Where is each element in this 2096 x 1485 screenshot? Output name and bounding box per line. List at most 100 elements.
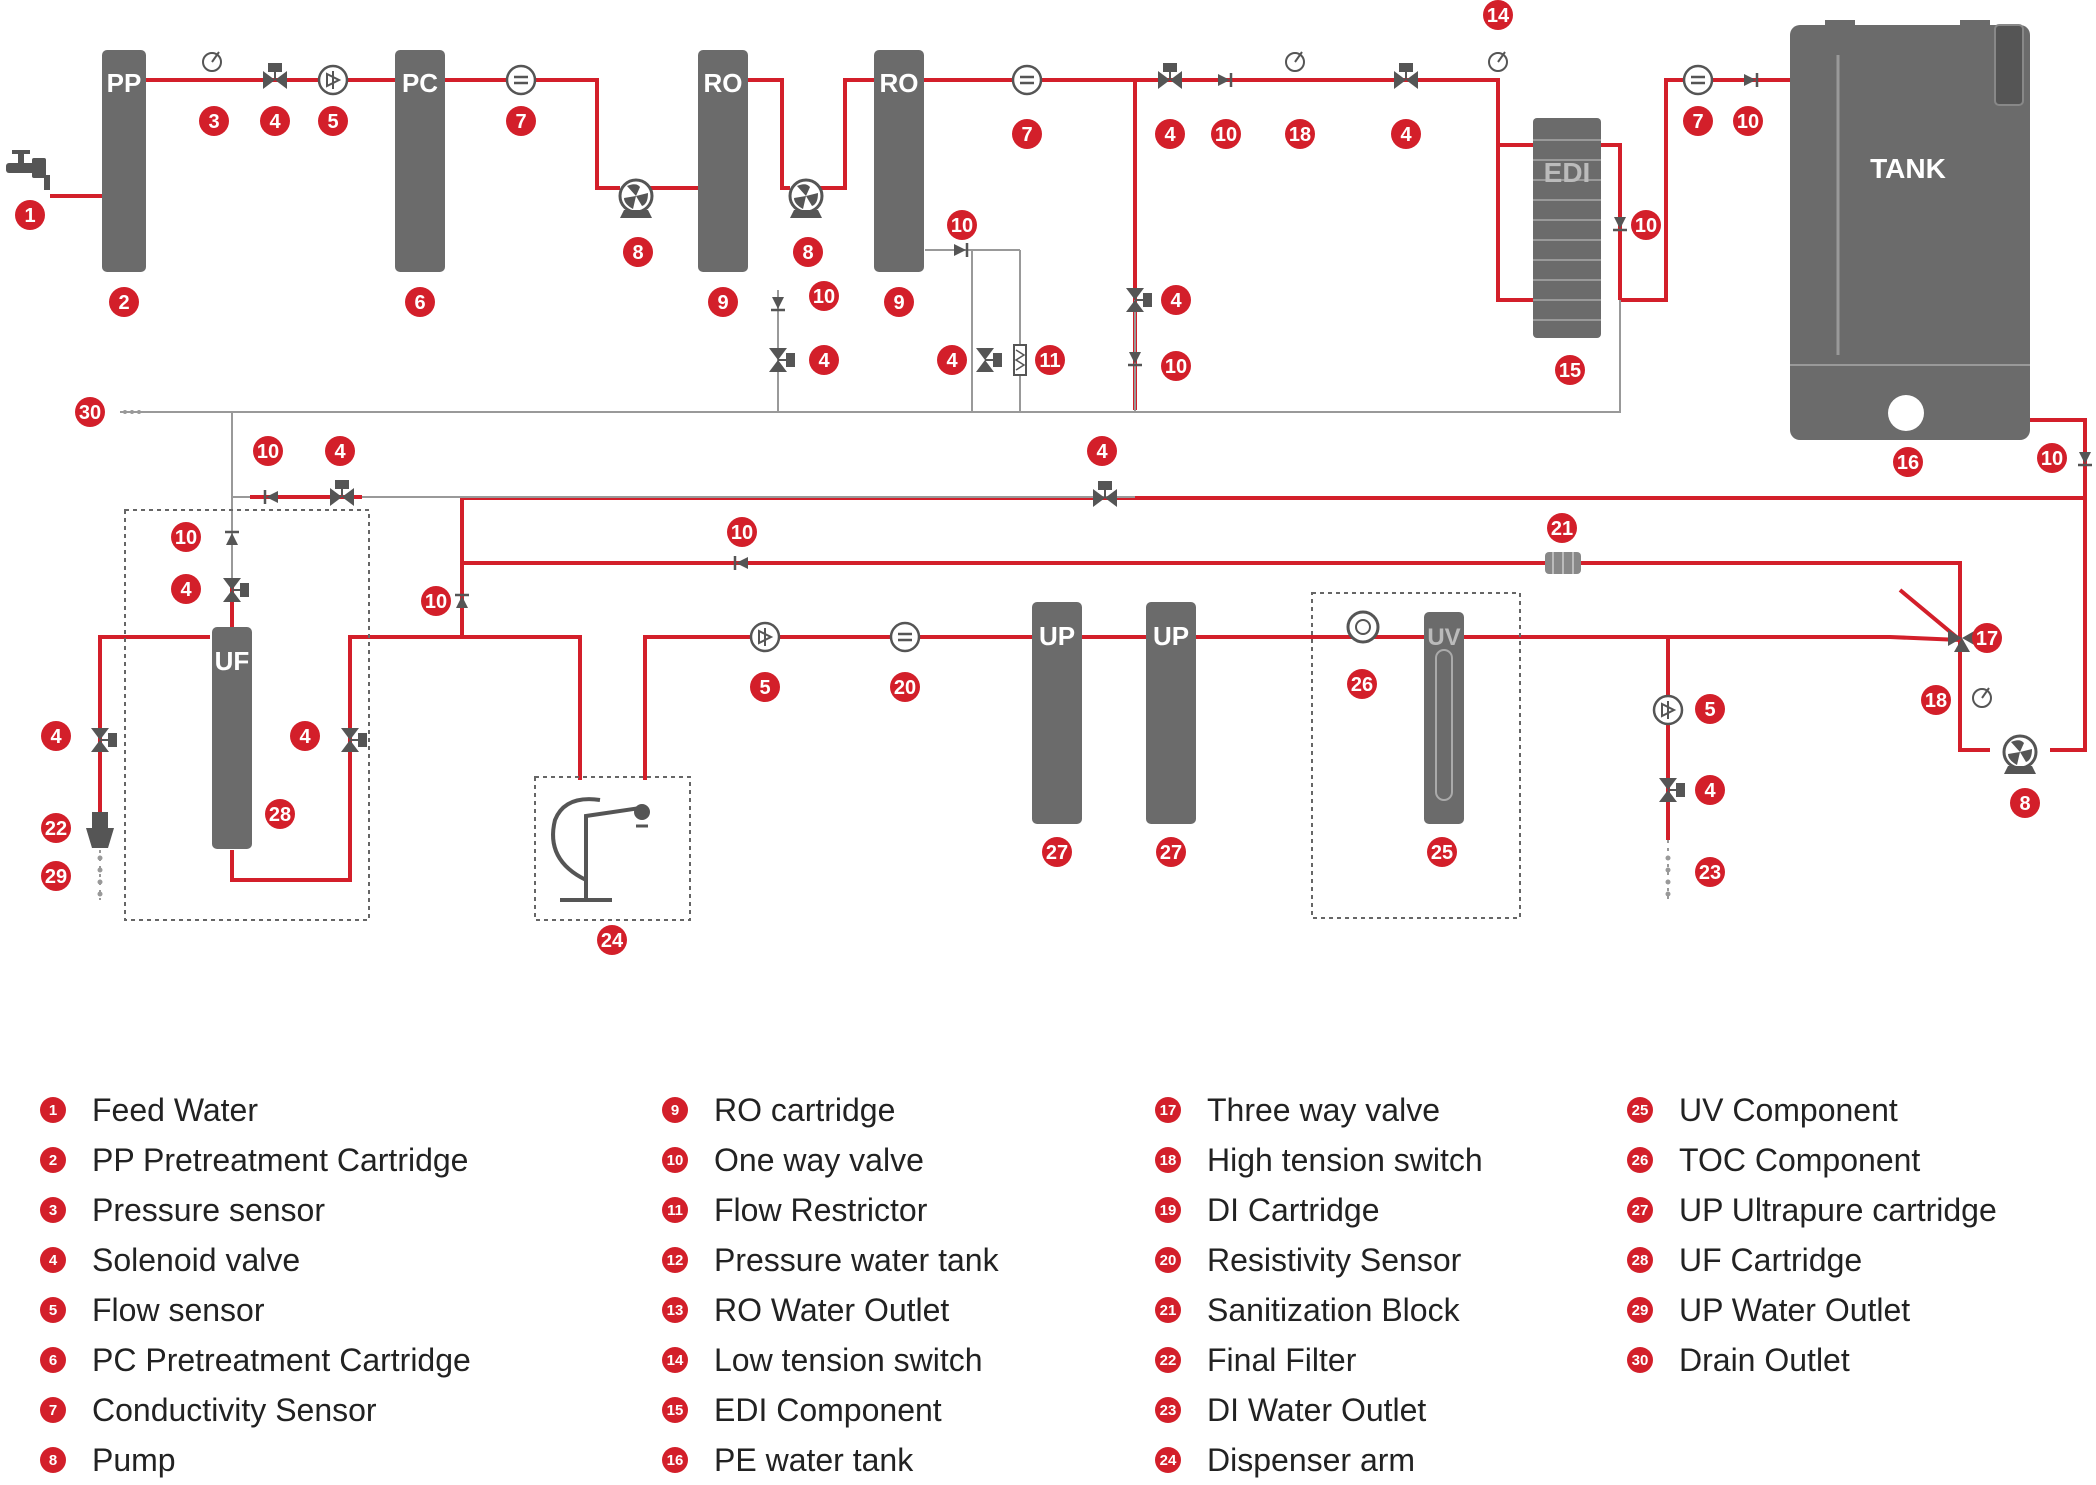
badge-number: 26 (1351, 674, 1373, 696)
badge-number: 20 (894, 677, 916, 699)
legend-label: Solenoid valve (92, 1241, 301, 1278)
badge: 6 (405, 287, 435, 317)
pump-icon (618, 178, 654, 220)
three-way-valve-icon (1948, 630, 1976, 652)
badge-number: 9 (717, 292, 728, 314)
faucet-icon (6, 150, 50, 190)
badge: 4 (290, 721, 320, 751)
legend-number: 30 (1627, 1347, 1653, 1373)
legend-number: 23 (1155, 1397, 1181, 1423)
badge: 25 (1427, 837, 1457, 867)
check-valve-icon (1216, 71, 1233, 89)
badge-number: 27 (1046, 842, 1068, 864)
badge-number: 10 (1165, 356, 1187, 378)
legend-number: 13 (662, 1297, 688, 1323)
legend-label: Dispenser arm (1207, 1441, 1416, 1478)
up-cartridge-1: UP (1032, 602, 1082, 824)
badge-number: 4 (269, 111, 281, 133)
check-valve-icon (952, 241, 969, 259)
legend-number: 18 (1155, 1147, 1181, 1173)
uf-cartridge: UF (212, 627, 252, 849)
edi-label: EDI (1544, 157, 1591, 188)
badge: 10 (1211, 119, 1241, 149)
badge: 16 (1893, 447, 1923, 477)
check-valve-icon (733, 554, 750, 572)
solenoid-valve-icon (329, 479, 355, 507)
legend-number: 28 (1627, 1247, 1653, 1273)
pp-label: PP (107, 68, 142, 98)
badge-number: 4 (818, 350, 830, 372)
legend-number: 14 (662, 1347, 688, 1373)
legend-label: PE water tank (714, 1441, 914, 1478)
drain-lines (99, 249, 1669, 900)
badge-number: 4 (1400, 124, 1412, 146)
badge: 10 (1631, 210, 1661, 240)
legend-number: 4 (40, 1247, 66, 1273)
legend-label: PC Pretreatment Cartridge (92, 1341, 471, 1378)
ro2-label: RO (880, 68, 919, 98)
legend-number: 26 (1627, 1147, 1653, 1173)
legend-label: Resistivity Sensor (1207, 1241, 1462, 1278)
badge: 4 (1391, 119, 1421, 149)
badge: 1 (15, 200, 45, 230)
badge: 4 (171, 574, 201, 604)
solenoid-valve-icon (768, 347, 796, 373)
badge: 22 (41, 813, 71, 843)
badge-number: 14 (1487, 5, 1510, 27)
flow-sensor-icon (749, 621, 781, 653)
solenoid-valve-icon (1092, 480, 1118, 508)
badge-number: 23 (1699, 862, 1721, 884)
pump-icon (2002, 734, 2038, 776)
badge: 10 (253, 436, 283, 466)
legend-label: UV Component (1679, 1091, 1898, 1128)
badge-number: 24 (601, 930, 624, 952)
ro1-label: RO (704, 68, 743, 98)
legend-label: RO cartridge (714, 1091, 896, 1128)
legend-label: TOC Component (1679, 1141, 1921, 1178)
badge: 4 (1695, 775, 1725, 805)
flow-sensor-icon (317, 64, 349, 96)
badge: 8 (793, 237, 823, 267)
conductivity-sensor-icon (1011, 64, 1043, 96)
pp-cartridge: PP (102, 50, 146, 272)
badge: 5 (750, 672, 780, 702)
badge-number: 21 (1551, 518, 1573, 540)
badge-number: 10 (425, 591, 447, 613)
badge: 4 (937, 345, 967, 375)
badge-number: 4 (50, 726, 62, 748)
legend-label: UP Ultrapure cartridge (1679, 1191, 1997, 1228)
badge-number: 1 (24, 205, 35, 227)
badge-number: 4 (1164, 124, 1176, 146)
legend-number: 3 (40, 1197, 66, 1223)
legend-number: 15 (662, 1397, 688, 1423)
legend-number: 2 (40, 1147, 66, 1173)
badge-number: 10 (813, 286, 835, 308)
badge: 8 (623, 237, 653, 267)
legend-number: 17 (1155, 1097, 1181, 1123)
badge-number: 17 (1976, 628, 1998, 650)
badge-number: 8 (632, 242, 643, 264)
badge-number: 5 (759, 677, 770, 699)
badge: 24 (597, 925, 627, 955)
up2-label: UP (1153, 621, 1189, 651)
badge-number: 5 (1704, 699, 1715, 721)
check-valve-icon (453, 593, 471, 610)
badge-number: 9 (893, 292, 904, 314)
pc-cartridge: PC (395, 50, 445, 272)
badge-number: 25 (1431, 842, 1453, 864)
badge: 7 (1683, 106, 1713, 136)
check-valve-icon (1126, 350, 1144, 367)
badge: 14 (1483, 0, 1513, 30)
badge: 10 (727, 517, 757, 547)
dispenser-arm-icon (551, 797, 650, 902)
legend-number: 6 (40, 1347, 66, 1373)
